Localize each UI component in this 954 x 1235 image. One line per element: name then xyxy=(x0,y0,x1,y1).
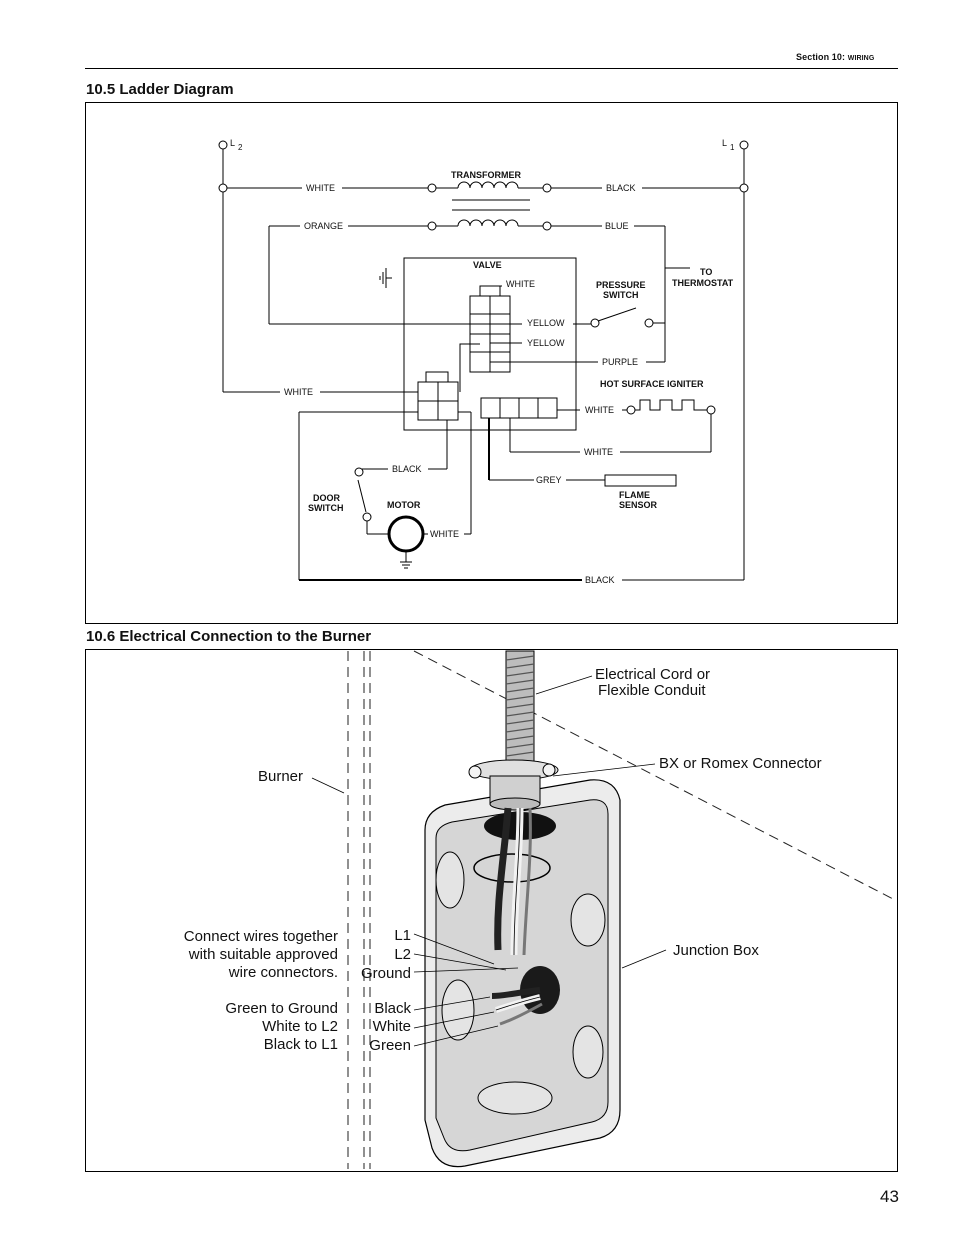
white-igniter-return-label: WHITE xyxy=(584,447,613,457)
green-to-ground-label: Green to Ground xyxy=(225,1000,338,1017)
hot-surface-igniter xyxy=(626,399,716,415)
burner-outline xyxy=(347,650,896,1169)
l1-wire-label: L1 xyxy=(394,927,411,944)
ground-wire-label: Ground xyxy=(361,965,411,982)
l2-label: L xyxy=(230,138,235,148)
white-wire-label: White xyxy=(373,1018,411,1035)
burner-label: Burner xyxy=(258,768,303,785)
black-top-label: BLACK xyxy=(606,183,636,193)
cord-label-2: Flexible Conduit xyxy=(598,682,706,699)
running-header: Section 10: Wiring xyxy=(796,52,874,62)
black-to-l1-label: Black to L1 xyxy=(264,1036,338,1053)
yellow-label-1: YELLOW xyxy=(527,318,565,328)
valve-white-label: WHITE xyxy=(506,279,535,289)
white-top-label: WHITE xyxy=(306,183,335,193)
hot-surface-igniter-label: HOT SURFACE IGNITER xyxy=(600,379,704,389)
motor xyxy=(387,515,471,569)
grey-label: GREY xyxy=(536,475,562,485)
to-thermostat-label-1: TO xyxy=(700,267,712,277)
ground-symbol xyxy=(379,268,392,288)
black-bottom-label: BLACK xyxy=(585,575,615,585)
flame-sensor xyxy=(604,474,677,487)
transformer-secondary xyxy=(268,219,690,325)
wires xyxy=(491,807,543,1026)
connect-label-2: with suitable approved xyxy=(188,946,338,963)
bx-connector-label: BX or Romex Connector xyxy=(659,755,822,772)
flame-sensor-label-1: FLAME xyxy=(619,490,650,500)
section-name: Wiring xyxy=(847,55,875,62)
l2-rail xyxy=(218,140,228,392)
page-number: 43 xyxy=(880,1187,899,1206)
yellow-label-2: YELLOW xyxy=(527,338,565,348)
bx-connector xyxy=(468,759,559,811)
junction-box-label: Junction Box xyxy=(673,942,759,959)
pressure-switch-label-2: SWITCH xyxy=(603,290,639,300)
electrical-connection-frame xyxy=(85,649,898,1172)
valve-connector xyxy=(459,285,598,392)
header-rule xyxy=(85,68,898,69)
black-door-label: BLACK xyxy=(392,464,422,474)
white-igniter-label: WHITE xyxy=(585,405,614,415)
ladder-diagram-heading: 10.5 Ladder Diagram xyxy=(86,81,234,98)
junction-box xyxy=(424,779,621,1168)
igniter-connector xyxy=(480,397,712,481)
transformer-primary xyxy=(227,181,740,211)
door-switch-label-2: SWITCH xyxy=(308,503,344,513)
transformer-label: TRANSFORMER xyxy=(451,170,521,180)
cord-label-1: Electrical Cord or xyxy=(595,666,710,683)
door-switch-label-1: DOOR xyxy=(313,493,341,503)
white-motor-label: WHITE xyxy=(430,529,459,539)
l2-wire-label: L2 xyxy=(394,946,411,963)
l1-rail xyxy=(739,140,749,580)
white-to-l2-label: White to L2 xyxy=(262,1018,338,1035)
electrical-connection-heading: 10.6 Electrical Connection to the Burner xyxy=(86,628,372,645)
l2-subscript: 2 xyxy=(238,143,243,152)
purple-label: PURPLE xyxy=(602,357,638,367)
pressure-switch-label-1: PRESSURE xyxy=(596,280,646,290)
connect-label-3: wire connectors. xyxy=(228,964,338,981)
white-left-label: WHITE xyxy=(284,387,313,397)
door-switch xyxy=(354,467,447,535)
to-thermostat-label-2: THERMOSTAT xyxy=(672,278,734,288)
orange-label: ORANGE xyxy=(304,221,343,231)
section-prefix: Section 10: xyxy=(796,52,846,62)
pressure-switch xyxy=(573,268,666,363)
callout-leaders xyxy=(311,675,667,1047)
l1-subscript: 1 xyxy=(730,143,735,152)
connect-label-1: Connect wires together xyxy=(184,928,338,945)
valve-label: VALVE xyxy=(473,260,502,270)
flexible-conduit xyxy=(505,650,535,762)
ladder-diagram-frame xyxy=(85,102,898,624)
green-wire-label: Green xyxy=(369,1037,411,1054)
black-wire-label: Black xyxy=(374,1000,411,1017)
flame-sensor-label-2: SENSOR xyxy=(619,500,658,510)
motor-label: MOTOR xyxy=(387,500,421,510)
blue-label: BLUE xyxy=(605,221,629,231)
motor-connector xyxy=(223,371,472,580)
l1-label: L xyxy=(722,138,727,148)
